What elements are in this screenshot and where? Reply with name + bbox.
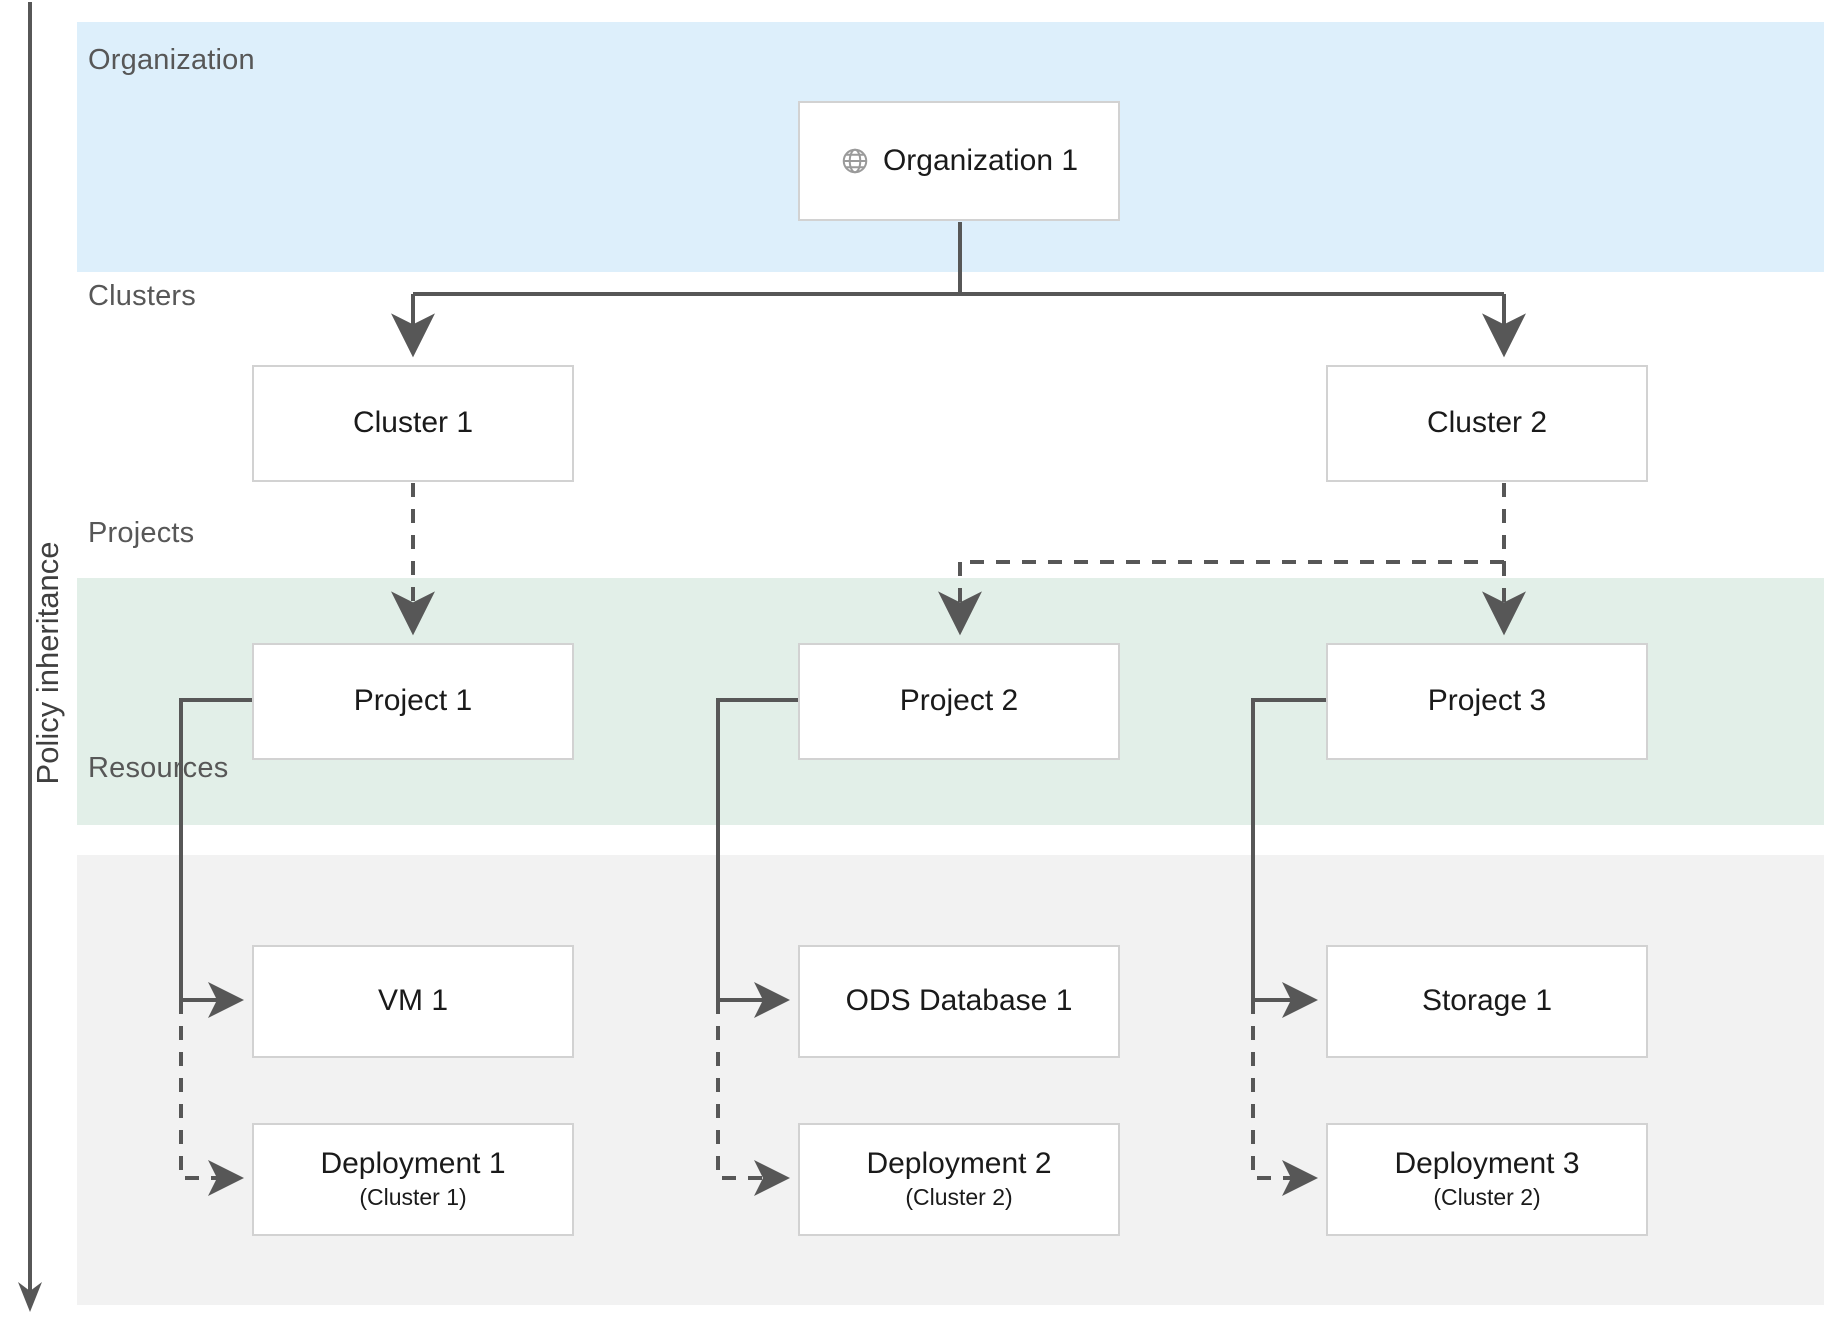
node-project-1[interactable]: Project 1 — [252, 643, 574, 760]
node-title: Storage 1 — [1421, 984, 1553, 1018]
node-cluster-1[interactable]: Cluster 1 — [252, 365, 574, 482]
node-cluster-2[interactable]: Cluster 2 — [1326, 365, 1648, 482]
node-deployment-1[interactable]: Deployment 1 (Cluster 1) — [252, 1123, 574, 1236]
globe-icon — [840, 146, 870, 176]
node-project-3[interactable]: Project 3 — [1326, 643, 1648, 760]
node-title: Cluster 2 — [1426, 406, 1548, 440]
band-label-resources: Resources — [88, 752, 229, 784]
node-project-2[interactable]: Project 2 — [798, 643, 1120, 760]
node-title: Deployment 2 — [866, 1147, 1052, 1181]
policy-inheritance-label: Policy inheritance — [30, 541, 65, 785]
node-organization-1[interactable]: Organization 1 — [798, 101, 1120, 221]
node-deployment-2[interactable]: Deployment 2 (Cluster 2) — [798, 1123, 1120, 1236]
band-label-clusters: Clusters — [88, 280, 196, 312]
band-label-organization: Organization — [88, 44, 255, 76]
node-deployment-3[interactable]: Deployment 3 (Cluster 2) — [1326, 1123, 1648, 1236]
node-title: Deployment 3 — [1394, 1147, 1580, 1181]
node-title: Deployment 1 — [320, 1147, 506, 1181]
node-title: VM 1 — [377, 984, 449, 1018]
node-title: ODS Database 1 — [845, 984, 1073, 1018]
node-subtitle: (Cluster 2) — [905, 1183, 1013, 1210]
node-subtitle: (Cluster 1) — [359, 1183, 467, 1210]
node-title: Project 3 — [1427, 684, 1547, 718]
node-title: Project 2 — [899, 684, 1019, 718]
node-title: Project 1 — [353, 684, 473, 718]
node-storage-1[interactable]: Storage 1 — [1326, 945, 1648, 1058]
band-resources — [77, 855, 1824, 1305]
node-subtitle: (Cluster 2) — [1433, 1183, 1541, 1210]
node-title: Cluster 1 — [352, 406, 474, 440]
node-ods-database-1[interactable]: ODS Database 1 — [798, 945, 1120, 1058]
node-title: Organization 1 — [882, 143, 1079, 177]
node-vm-1[interactable]: VM 1 — [252, 945, 574, 1058]
band-label-projects: Projects — [88, 517, 195, 549]
